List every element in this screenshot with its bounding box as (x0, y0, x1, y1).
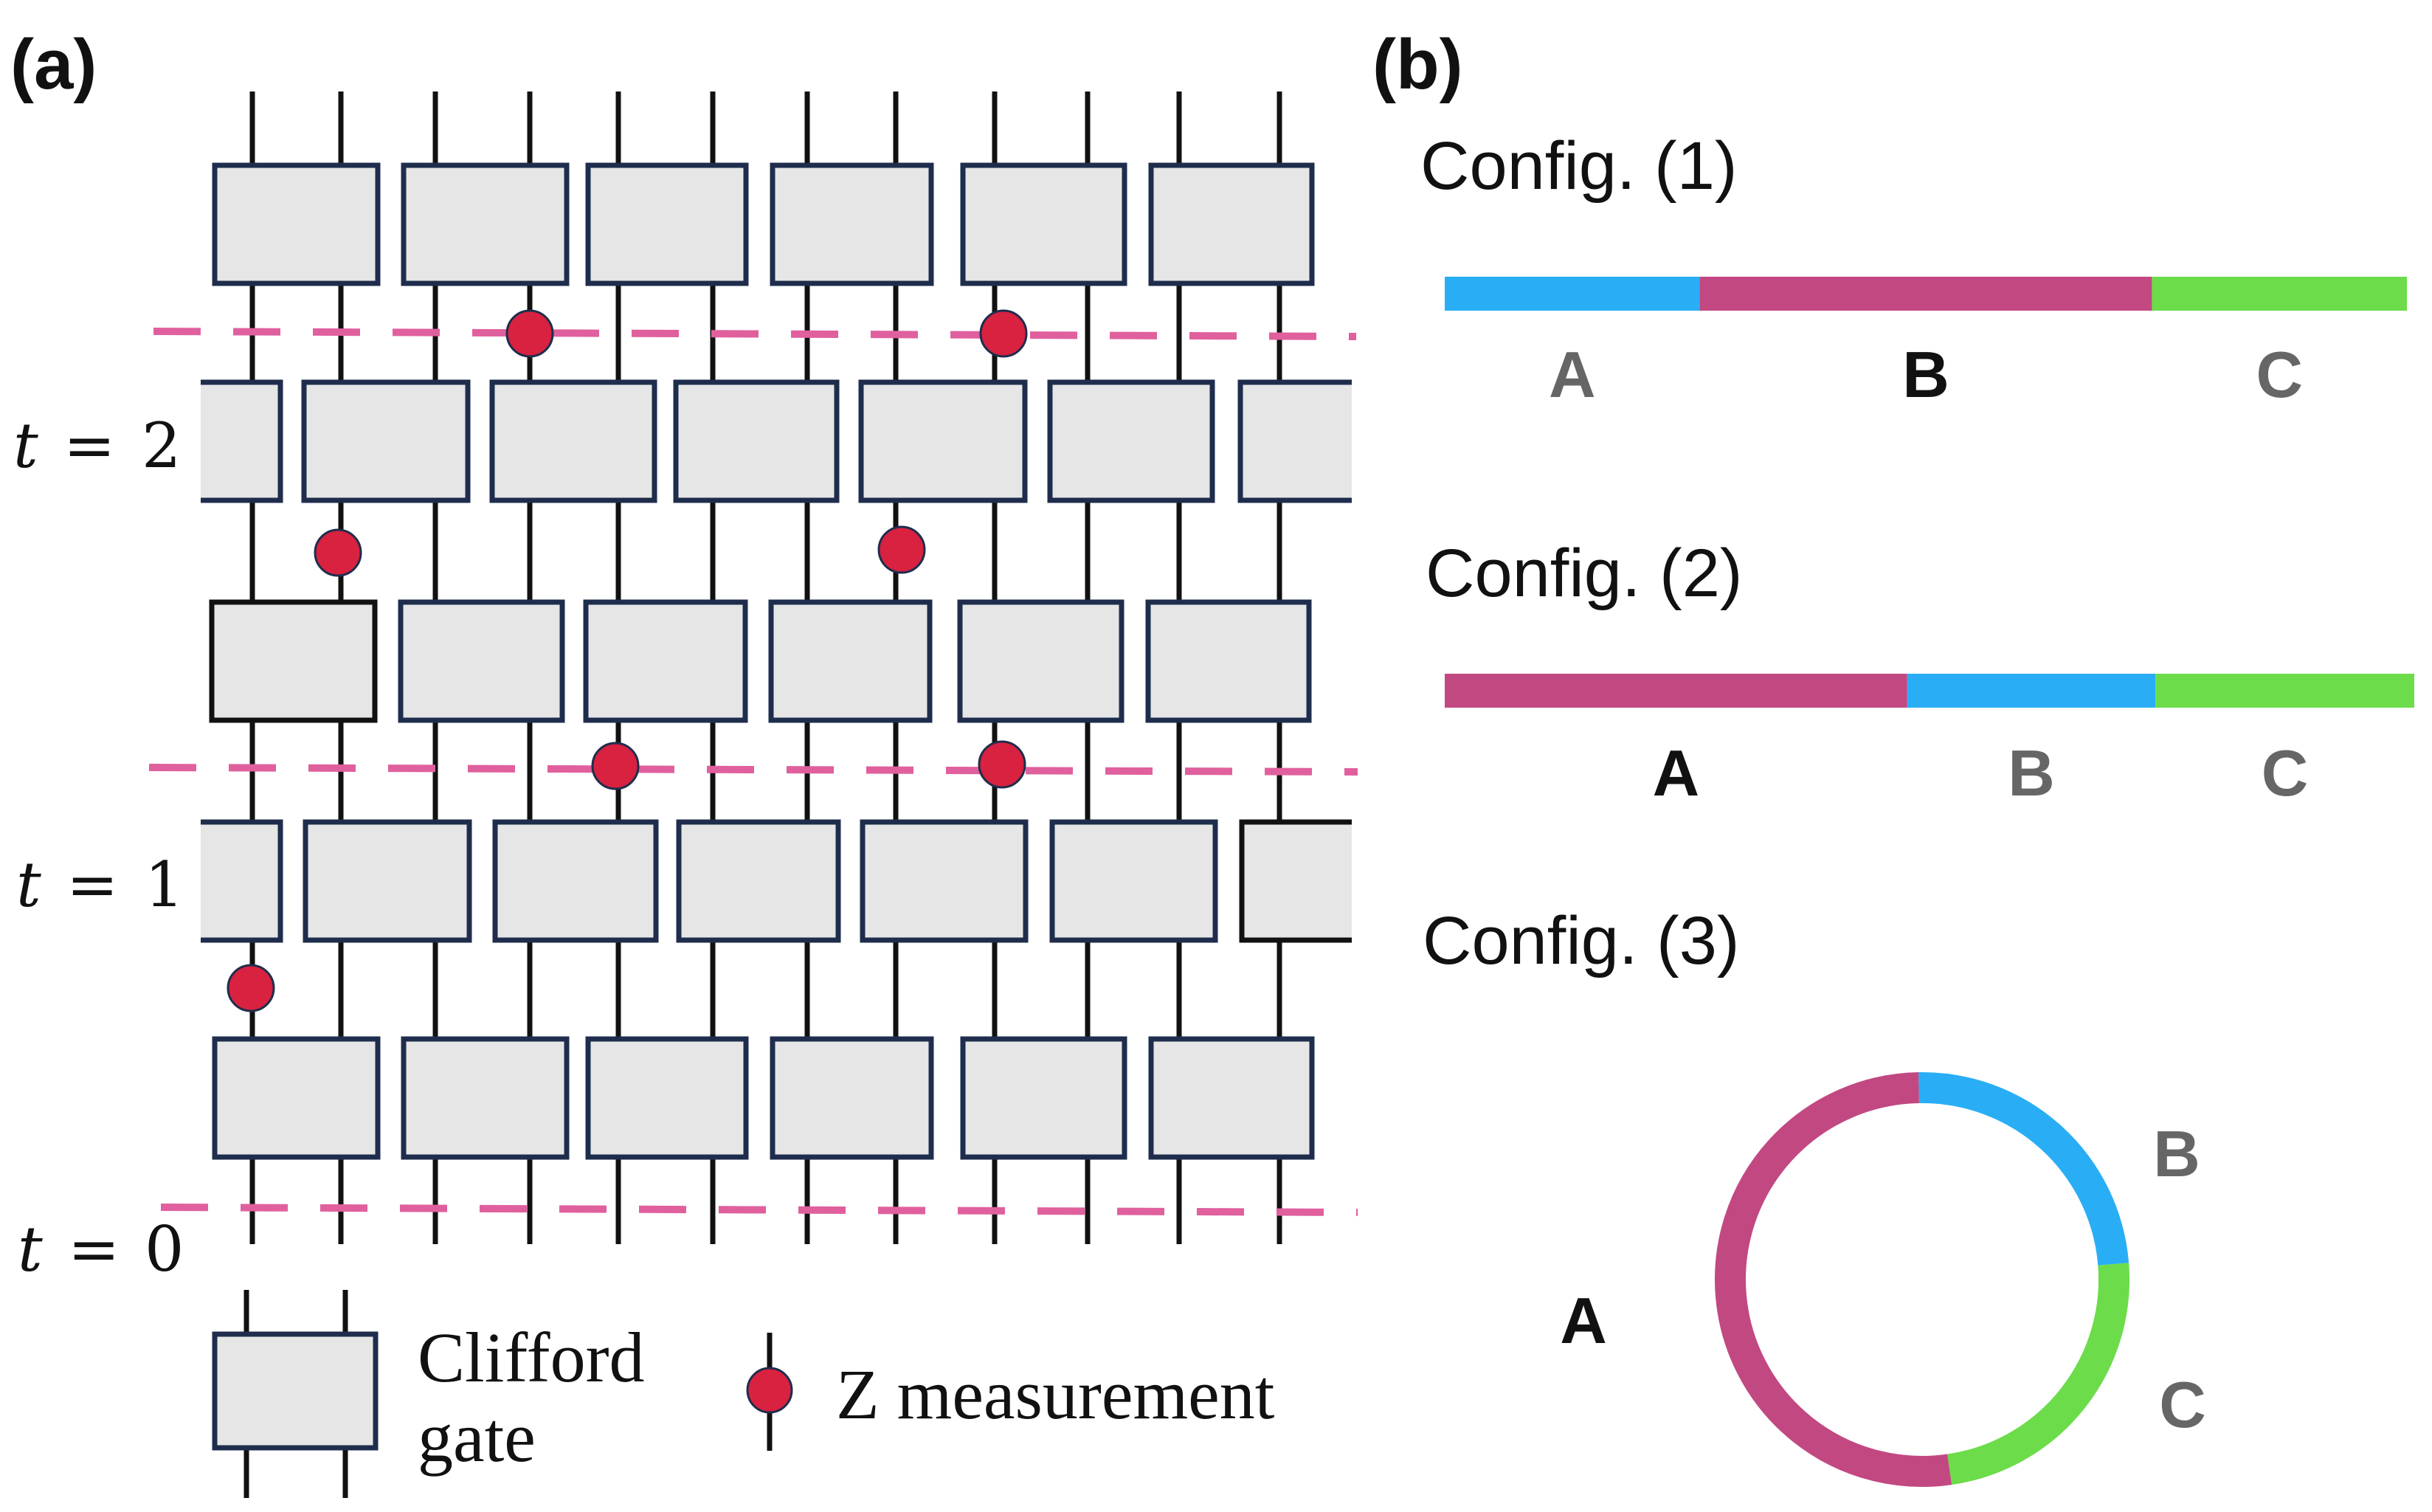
time-label-t1: t = 1 (16, 849, 184, 921)
config-2: Config. (2) A B C (1426, 536, 2414, 809)
config-title: Config. (1) (1420, 128, 1738, 204)
clifford-gate (676, 819, 841, 943)
segment-label-c: C (2262, 736, 2309, 809)
ring-segment-a (1715, 1072, 1952, 1487)
equals-sign: = (66, 849, 118, 921)
config-3: Config. (3) B C A (1423, 903, 2206, 1487)
clifford-gate (960, 1036, 1127, 1160)
time-label-value: 2 (142, 410, 181, 482)
z-measurement-marker (591, 742, 640, 790)
measurement-markers (227, 309, 1028, 1012)
segment-bar-c (2155, 674, 2414, 708)
clifford-gate (401, 1036, 570, 1160)
time-label-value: 0 (145, 1213, 184, 1285)
clifford-gate (770, 1036, 934, 1160)
equals-sign: = (68, 1213, 120, 1285)
z-measurement-marker (877, 525, 926, 574)
clifford-gate (957, 599, 1125, 723)
z-measurement-marker (314, 528, 362, 577)
segment-label-a: A (1549, 338, 1596, 411)
z-measurement-marker (505, 309, 554, 358)
time-label-t0: t = 0 (18, 1213, 184, 1285)
time-label-t2: t = 2 (13, 410, 181, 482)
segment-label-c: C (2159, 1368, 2206, 1441)
clifford-gate (489, 379, 657, 503)
config-1: Config. (1) A B C (1420, 128, 2407, 411)
segment-bar-b (1907, 674, 2156, 708)
config-title: Config. (2) (1426, 536, 1743, 611)
clifford-gate-partial-left-border (201, 379, 283, 503)
clifford-gate-partial-left (201, 822, 280, 940)
time-slice-dashed-line (160, 1204, 1358, 1216)
clifford-gate (1148, 162, 1315, 286)
clifford-gate (301, 379, 471, 503)
z-measurement-marker (979, 309, 1028, 358)
segment-bar-c (2152, 277, 2407, 311)
time-slice-lines (148, 328, 1358, 1216)
clifford-gate-partial-right-border (1239, 819, 1352, 943)
segment-label-a: A (1653, 736, 1700, 809)
clifford-gate-partial-right-border (1237, 379, 1352, 503)
ring-segment-b (1918, 1071, 2129, 1266)
time-label-value: 1 (145, 849, 184, 921)
clifford-gate (858, 379, 1028, 503)
clifford-gate (583, 599, 748, 723)
legend-gate-symbol (212, 1290, 379, 1498)
legend-gate-label-line1: Clifford (418, 1318, 645, 1397)
clifford-gate (209, 599, 378, 723)
legend-measurement-symbol (746, 1333, 793, 1451)
clifford-gate (585, 1036, 749, 1160)
z-measurement-marker (978, 740, 1026, 789)
clifford-gate (1148, 1036, 1315, 1160)
brickwork-circuit (148, 92, 1358, 1244)
ring-segment-c (1946, 1263, 2129, 1485)
clifford-gate (492, 819, 659, 943)
clifford-gate (401, 162, 570, 286)
segment-bar-b (1699, 277, 2152, 311)
clifford-gate-partial-left (201, 382, 280, 500)
legend-measurement-label: Z measurement (836, 1355, 1275, 1434)
segment-bar-a (1445, 674, 1907, 708)
panel-b-label: (b) (1372, 25, 1463, 104)
time-slice-dashed-line (153, 328, 1357, 340)
config-title: Config. (3) (1423, 903, 1740, 978)
time-label-var: t (16, 849, 41, 921)
segment-label-a: A (1560, 1284, 1607, 1357)
clifford-gate (585, 162, 749, 286)
clifford-gate-partial-right (1242, 822, 1352, 940)
time-slice-dashed-line (148, 764, 1358, 776)
clifford-gate-partial-left-border (201, 819, 283, 943)
time-label-var: t (13, 410, 38, 482)
panel-a-label: (a) (10, 25, 97, 104)
segment-label-b: B (2008, 736, 2055, 809)
clifford-gate (212, 1036, 381, 1160)
partition-configs: Config. (1) A B C Config. (2) A B C Config. (3) B… (1420, 128, 2414, 1487)
legend-gate-label-line2: gate (418, 1398, 536, 1477)
z-measurement-marker (227, 964, 275, 1012)
clifford-gate (1049, 819, 1218, 943)
clifford-gate-partial-right (1240, 382, 1352, 500)
clifford-gate (212, 162, 381, 286)
clifford-gate (770, 162, 934, 286)
segment-label-c: C (2256, 338, 2303, 411)
segment-label-b: B (1902, 338, 1949, 411)
clifford-gate (303, 819, 472, 943)
segment-bar-a (1445, 277, 1700, 311)
clifford-gate (1047, 379, 1215, 503)
clifford-gate-layers (201, 162, 1352, 1160)
equals-sign: = (63, 410, 115, 482)
segment-label-b: B (2153, 1117, 2200, 1190)
clifford-gate (673, 379, 840, 503)
clifford-gate (1145, 599, 1312, 723)
time-label-var: t (18, 1213, 43, 1285)
clifford-gate (860, 819, 1029, 943)
legend: Clifford gate Z measurement (212, 1290, 1275, 1498)
clifford-gate (768, 599, 933, 723)
clifford-gate (398, 599, 565, 723)
clifford-gate (960, 162, 1127, 286)
